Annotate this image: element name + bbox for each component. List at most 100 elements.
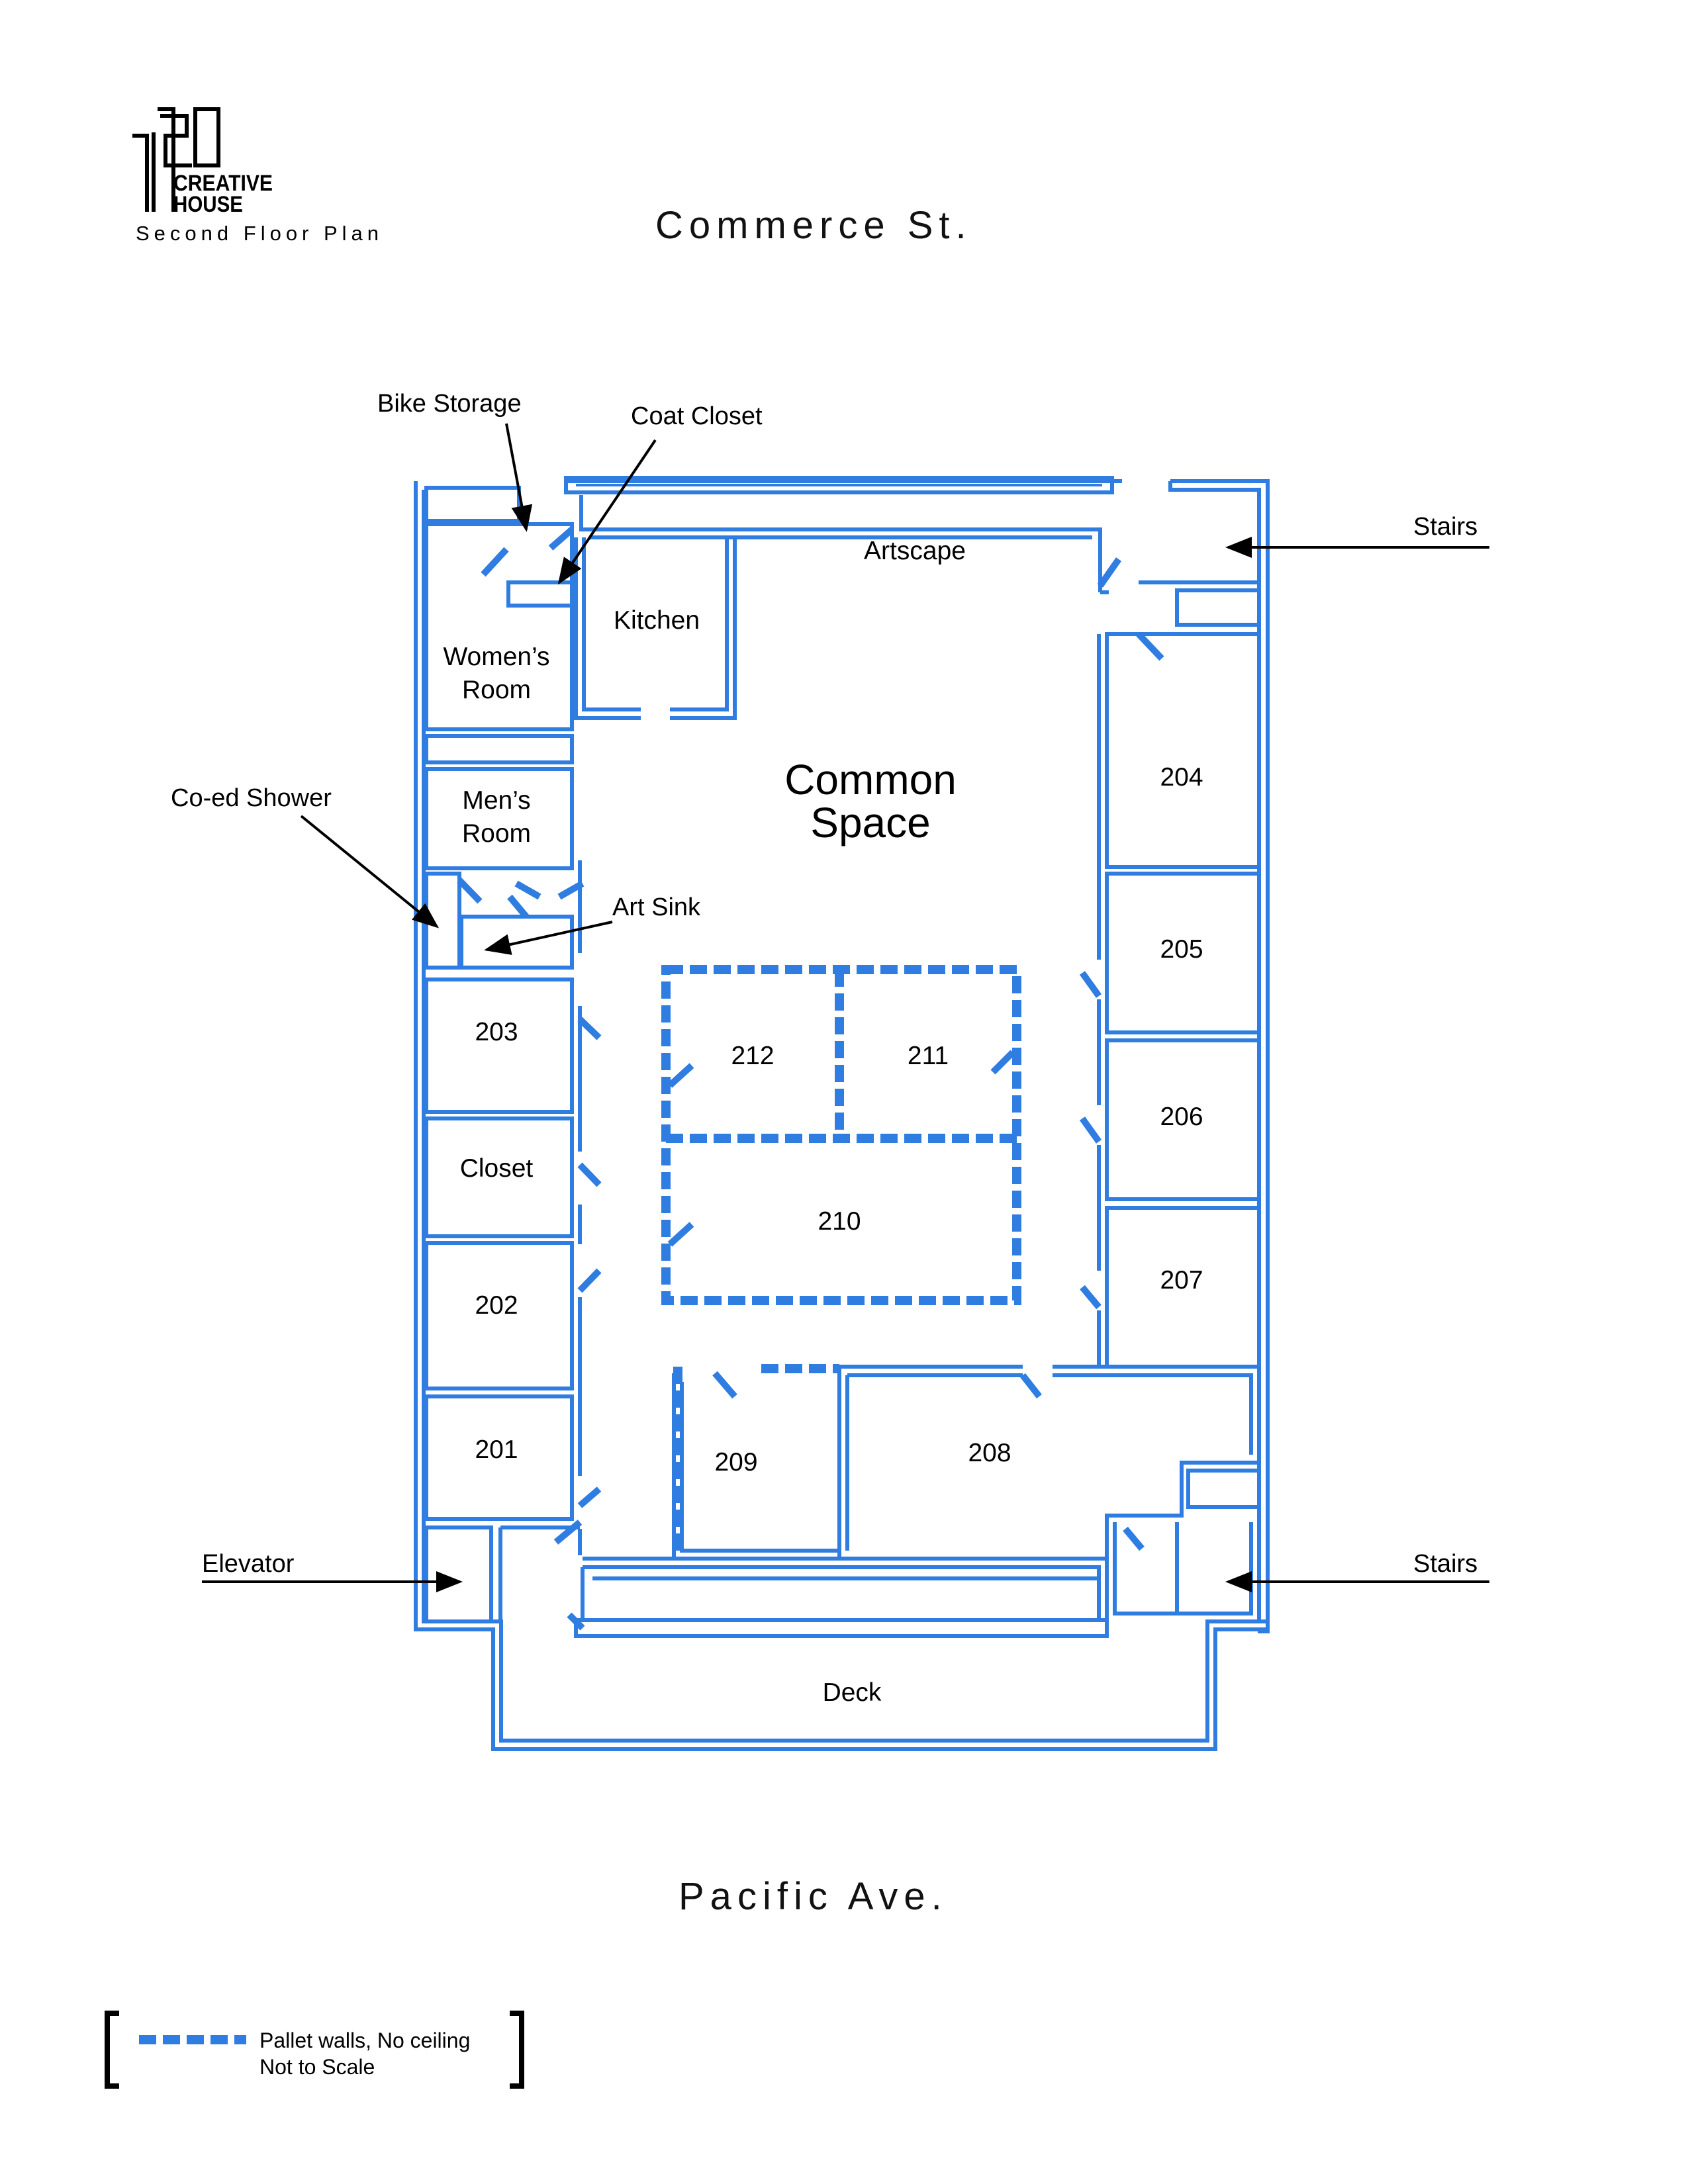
label-elevator: Elevator (202, 1550, 295, 1578)
door-stairs-bottom (1123, 1526, 1145, 1551)
door-203 (577, 1017, 602, 1040)
top-window-strip (564, 476, 1114, 494)
room-209-walls (672, 1367, 849, 1559)
door-209 (712, 1371, 737, 1399)
arrow-bike-storage (505, 423, 533, 532)
room-label-209: 209 (714, 1448, 757, 1477)
room-label-womens-1: Women’s (443, 643, 549, 671)
room-label-deck: Deck (823, 1678, 882, 1707)
label-art-sink: Art Sink (612, 893, 701, 921)
door-art-sink (507, 894, 529, 919)
door-204 (1136, 631, 1164, 661)
room-201 (424, 1394, 574, 1521)
room-label-201: 201 (475, 1435, 518, 1464)
room-204 (1105, 632, 1261, 869)
room-womens (424, 522, 574, 731)
room-label-closet: Closet (460, 1154, 534, 1183)
room-label-207: 207 (1160, 1266, 1203, 1295)
room-label-202: 202 (475, 1291, 518, 1320)
room-206 (1105, 1038, 1261, 1201)
kitchen-walls (574, 537, 737, 720)
door-mens-right (557, 880, 585, 900)
room-203 (424, 978, 574, 1114)
bottom-right-stairs (1105, 1516, 1270, 1633)
door-deck-left (567, 1612, 585, 1631)
logo-mark-icon (132, 107, 220, 212)
stair-landing-box (1175, 588, 1261, 627)
room-label-kitchen: Kitchen (614, 606, 700, 635)
bottom-corridor (581, 1557, 1107, 1621)
room-label-211: 211 (908, 1042, 949, 1070)
room-label-common-1: Common (784, 756, 957, 803)
room-art-sink (459, 915, 574, 970)
arrow-coat-closet (557, 439, 657, 585)
legend-line1: Pallet walls, No ceiling (259, 2028, 470, 2052)
room-202 (424, 1241, 574, 1390)
legend-bracket-left (105, 2011, 119, 2089)
label-coat-closet: Coat Closet (631, 402, 763, 430)
room-label-205: 205 (1160, 935, 1203, 964)
door-202 (577, 1268, 602, 1293)
room-closet (424, 1116, 574, 1238)
arrow-coed-shower (300, 815, 440, 929)
room-label-204: 204 (1160, 763, 1203, 792)
room-mens (424, 767, 574, 870)
legend: Pallet walls, No ceiling Not to Scale (105, 2011, 524, 2089)
door-mens-left (514, 880, 541, 900)
door-coat (548, 527, 575, 551)
arrow-art-sink (484, 921, 613, 955)
door-closet (577, 1162, 602, 1187)
street-bottom: Pacific Ave. (679, 1875, 948, 1918)
room-bike-closet (424, 486, 521, 523)
room-label-212: 212 (731, 1042, 774, 1070)
label-stairs-bottom: Stairs (1413, 1550, 1477, 1578)
room-label-203: 203 (475, 1018, 518, 1046)
room-208-closet (1186, 1469, 1261, 1509)
door-corridor-bottom (553, 1520, 583, 1545)
room-label-208: 208 (968, 1439, 1011, 1467)
elevator-stub (489, 1525, 580, 1621)
logo-line1: CREATIVE (173, 171, 273, 196)
logo: CREATIVE HOUSE Second Floor Plan (132, 107, 383, 245)
label-stairs-top: Stairs (1413, 513, 1477, 541)
room-labels: Artscape Kitchen Women’s Room Men’s Room… (443, 537, 1203, 1707)
deck-window-strip (574, 1618, 1109, 1638)
legend-line2: Not to Scale (259, 2055, 375, 2079)
room-label-artscape: Artscape (864, 537, 966, 565)
label-coed-shower: Co-ed Shower (171, 784, 332, 812)
artscape-wall (579, 495, 1102, 592)
building-walls (414, 476, 1270, 1751)
door-211 (990, 1050, 1015, 1075)
logo-line2: HOUSE (173, 192, 243, 217)
street-top: Commerce St. (655, 204, 972, 247)
room-label-mens-1: Men’s (462, 786, 530, 815)
door-208 (1020, 1373, 1042, 1399)
doors (457, 527, 1164, 1631)
room-elevator (424, 1525, 493, 1623)
logo-subtitle: Second Floor Plan (136, 222, 383, 245)
door-210 (667, 1222, 694, 1247)
callout-labels: Bike Storage Coat Closet Stairs Co-ed Sh… (171, 390, 1477, 1578)
door-201 (577, 1486, 602, 1508)
room-label-mens-2: Room (462, 819, 531, 848)
label-bike-storage: Bike Storage (377, 390, 522, 418)
room-label-womens-2: Room (462, 676, 531, 704)
door-212 (667, 1063, 694, 1088)
room-label-210: 210 (818, 1207, 861, 1236)
room-strip (424, 734, 574, 764)
callout-arrows (202, 423, 1489, 1592)
legend-bracket-right (510, 2011, 524, 2089)
door-205 (1079, 971, 1102, 998)
door-stairs-top (1097, 557, 1122, 588)
room-coat-closet (506, 580, 574, 608)
pallet-wall-rooms (661, 965, 1021, 1559)
door-bike (481, 547, 509, 577)
room-label-206: 206 (1160, 1103, 1203, 1131)
door-206 (1079, 1116, 1102, 1144)
room-205 (1105, 872, 1261, 1034)
room-208-walls (839, 1365, 1261, 1559)
door-shower (457, 878, 483, 904)
door-207 (1080, 1285, 1102, 1310)
room-label-common-2: Space (810, 799, 930, 846)
